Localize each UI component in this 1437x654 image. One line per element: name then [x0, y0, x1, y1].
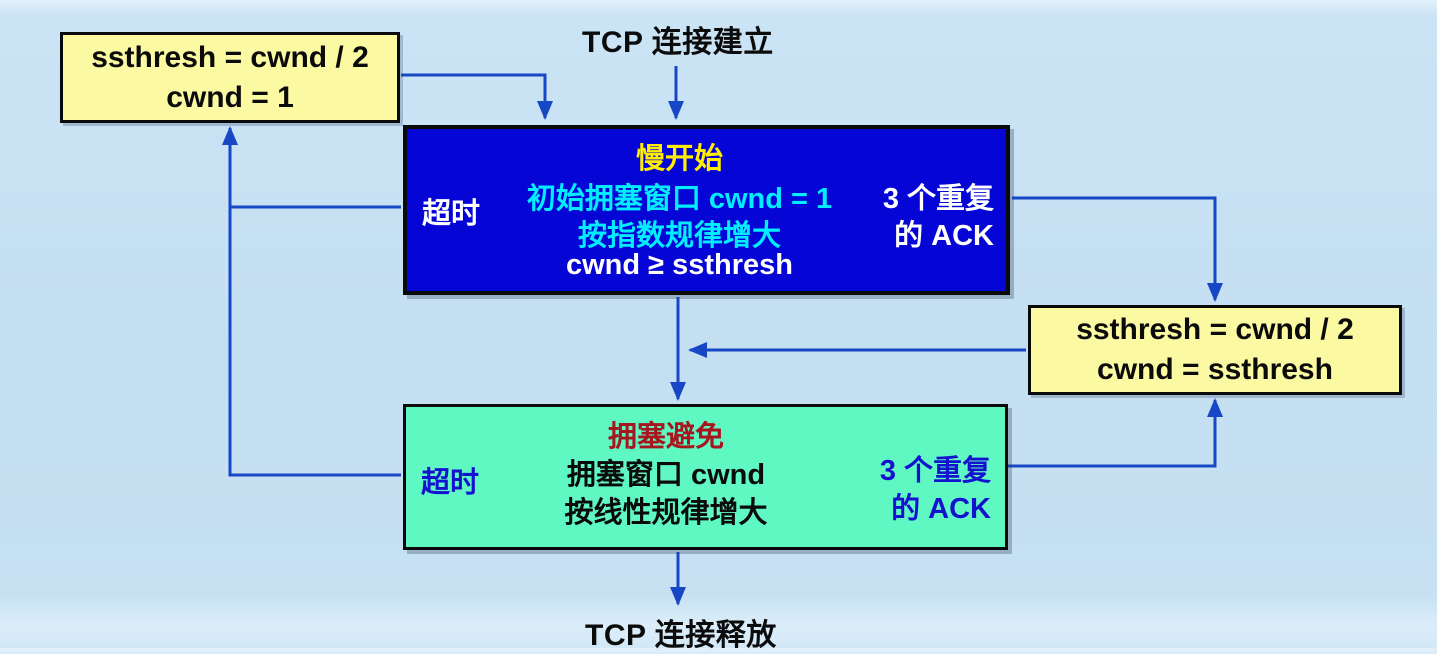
- slow-start-dupack-line2: 的 ACK: [894, 220, 994, 252]
- congestion-timeout-label: 超时: [421, 467, 480, 499]
- threshold-box: ssthresh = cwnd / 2 cwnd = ssthresh: [1028, 305, 1402, 395]
- slow-start-dupack-line1: 3 个重复: [882, 183, 994, 215]
- reset-box-line2: cwnd = 1: [166, 80, 294, 114]
- congestion-title: 拥塞避免: [607, 421, 724, 453]
- reset-box-line1: ssthresh = cwnd / 2: [91, 40, 369, 74]
- slow-start-box: 慢开始 超时 初始拥塞窗口 cwnd = 1 按指数规律增大 cwnd ≥ ss…: [403, 125, 1010, 295]
- congestion-line2: 按线性规律增大: [564, 497, 768, 529]
- congestion-dupack-line1: 3 个重复: [879, 455, 991, 487]
- reset-box: ssthresh = cwnd / 2 cwnd = 1: [60, 32, 400, 123]
- slow-start-timeout-label: 超时: [422, 198, 481, 230]
- congestion-line1: 拥塞窗口 cwnd: [566, 459, 766, 491]
- tcp-release-label: TCP 连接释放: [585, 619, 777, 652]
- threshold-box-line1: ssthresh = cwnd / 2: [1076, 313, 1354, 346]
- tcp-connect-label: TCP 连接建立: [582, 26, 774, 59]
- slow-start-line1: 初始拥塞窗口 cwnd = 1: [526, 183, 833, 215]
- slow-start-line2: 按指数规律增大: [577, 220, 781, 252]
- arrow-reset-to-slow-start: [401, 73, 553, 120]
- congestion-avoidance-box: 拥塞避免 超时 拥塞窗口 cwnd 按线性规律增大 3 个重复 的 ACK: [403, 404, 1008, 550]
- arrow-slow-start-dupack-to-threshold: [1012, 196, 1223, 302]
- congestion-dupack-line2: 的 ACK: [891, 493, 991, 525]
- arrow-congestion-dupack-to-threshold: [1008, 398, 1223, 468]
- threshold-box-line2: cwnd = ssthresh: [1097, 353, 1333, 386]
- slow-start-title: 慢开始: [635, 143, 723, 175]
- slow-start-line3: cwnd ≥ ssthresh: [565, 249, 794, 281]
